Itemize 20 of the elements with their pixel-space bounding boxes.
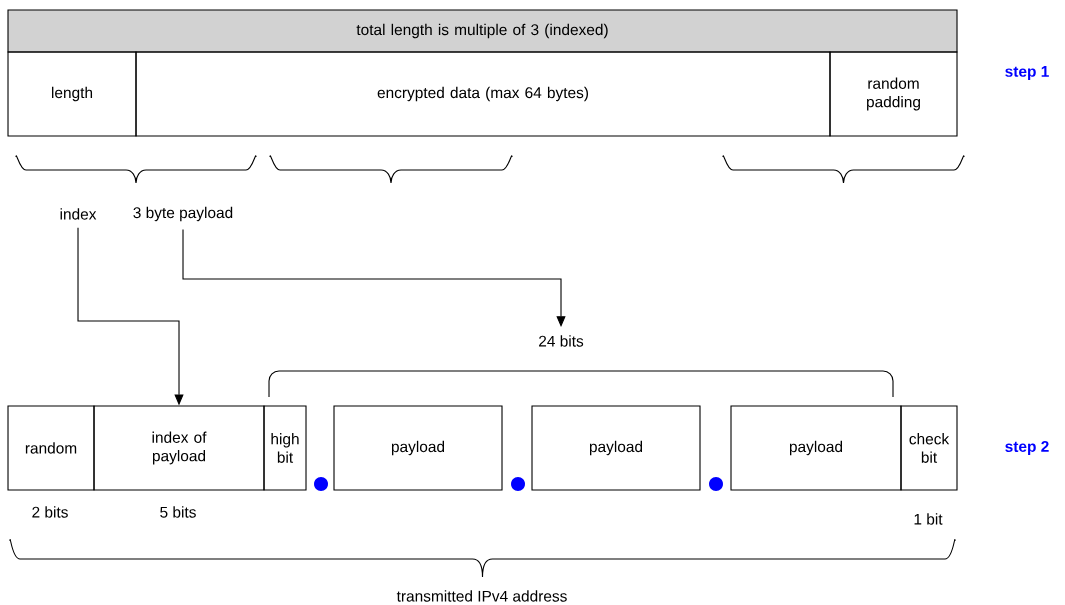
field-box: encrypted data (max 64 bytes) [135,51,831,137]
field-box: index of payload [93,405,265,491]
size-label: 5 bits [160,506,196,518]
field-box: payload [531,405,701,491]
field-box: check bit [900,405,958,491]
size-label: 2 bits [32,506,68,518]
field-box: random padding [829,51,958,137]
field-box: length [7,51,137,137]
field-box: high bit [263,405,307,491]
field-box: random [7,405,95,491]
step-label: step 1 [1005,66,1049,80]
size-label: transmitted IPv4 address [396,590,567,602]
label-text: index [60,208,97,220]
field-box: payload [730,405,902,491]
field-box: payload [333,405,503,491]
label-text: 24 bits [539,335,584,347]
header-bar: total length is multiple of 3 (indexed) [7,9,958,53]
label-text: 3 byte payload [133,206,233,222]
step-label: step 2 [1005,441,1049,455]
size-label: 1 bit [914,513,943,525]
